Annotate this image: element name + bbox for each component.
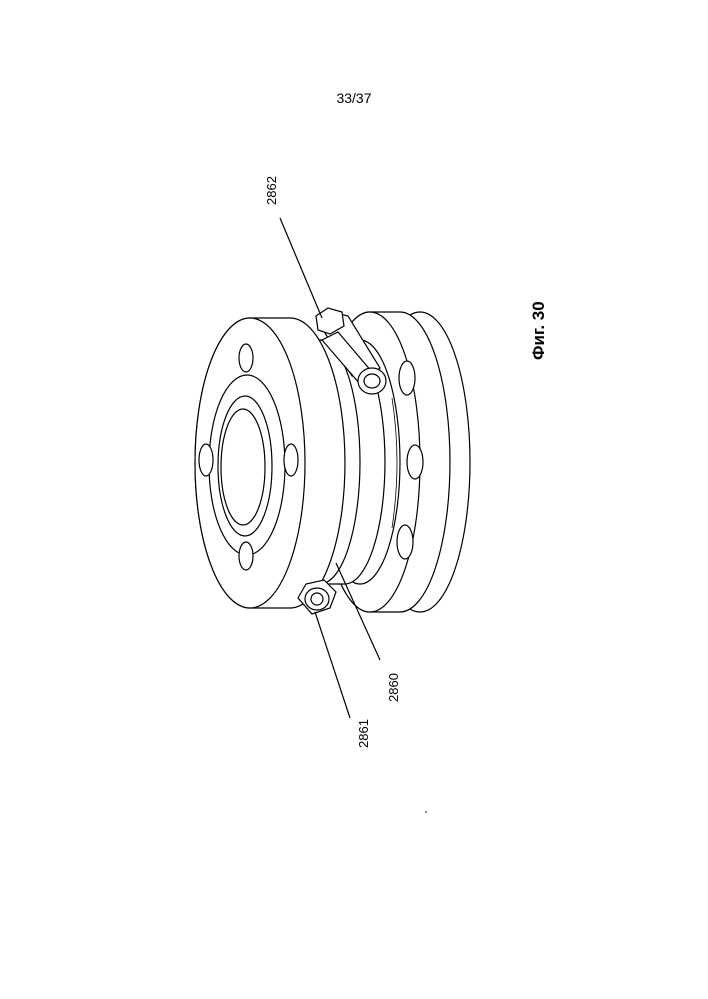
ref-label-2862: 2862 xyxy=(264,176,279,205)
front-flange xyxy=(195,318,345,608)
ref-label-2861: 2861 xyxy=(356,719,371,748)
leader-line-2862 xyxy=(280,218,322,318)
figure-label: Фиг. 30 xyxy=(529,301,548,360)
ref-label-2860: 2860 xyxy=(386,673,401,702)
stray-dot xyxy=(425,811,427,813)
leader-line-2861 xyxy=(315,612,350,718)
